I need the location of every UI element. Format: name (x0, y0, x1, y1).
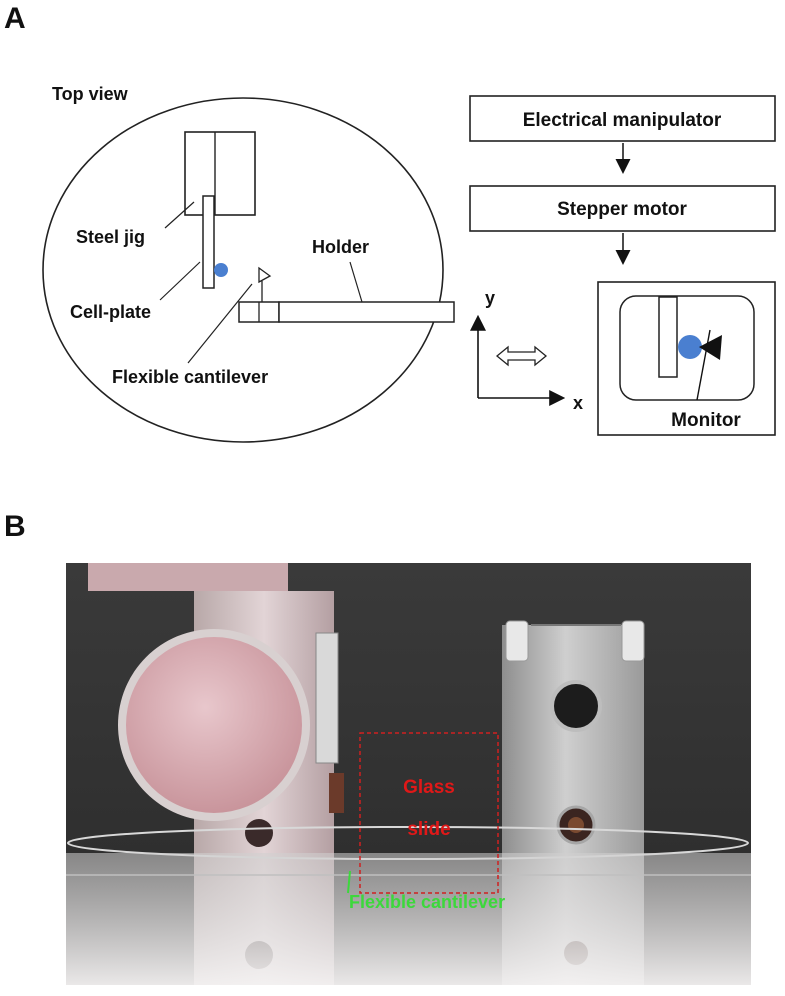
glass-slide-label-line2: slide (407, 819, 450, 840)
left-jig-top (88, 563, 288, 591)
monitor-cell-plate (658, 296, 678, 378)
petri-dish (66, 853, 751, 985)
cell-plate (202, 195, 215, 289)
panel-a-letter: A (4, 2, 26, 35)
monitor-label: Monitor (671, 410, 741, 431)
flexible-cantilever-label: Flexible cantilever (112, 367, 268, 387)
stepper-motor-label: Stepper motor (557, 199, 687, 220)
cell-plate-label: Cell-plate (70, 302, 151, 322)
top-view-label: Top view (52, 84, 129, 104)
glass-slide-label-line1: Glass (403, 777, 455, 798)
holder-label: Holder (312, 237, 369, 257)
cantilever-tip-icon (258, 266, 272, 284)
monitor-cell-icon (678, 335, 702, 359)
double-arrow-icon (495, 345, 548, 367)
steel-jig (184, 131, 256, 216)
panel-b-letter: B (4, 510, 26, 543)
x-axis-label: x (573, 393, 583, 413)
cell-icon (214, 263, 228, 277)
electrical-manipulator-box (469, 95, 776, 142)
right-jig-hole (550, 680, 602, 732)
cantilever-marker (347, 870, 351, 894)
electrical-manipulator-label: Electrical manipulator (523, 110, 722, 131)
flexible-cantilever-photo-label: Flexible cantilever (349, 892, 505, 912)
steel-jig-label: Steel jig (76, 227, 145, 247)
panel-b-photo: Glass slide Flexible cantilever (66, 563, 751, 985)
monitor-cantilever-tip-icon (699, 335, 722, 360)
top-view-dish (42, 97, 444, 443)
left-jig-hole (245, 819, 273, 847)
stepper-motor-box (469, 185, 776, 232)
panel-a-diagram: Top view Steel jig Cell-plate Holder Fle… (42, 84, 776, 443)
y-axis-label: y (485, 288, 495, 308)
holder-bar (278, 301, 455, 323)
glass-slide-outline (359, 732, 499, 894)
knob (126, 637, 302, 813)
